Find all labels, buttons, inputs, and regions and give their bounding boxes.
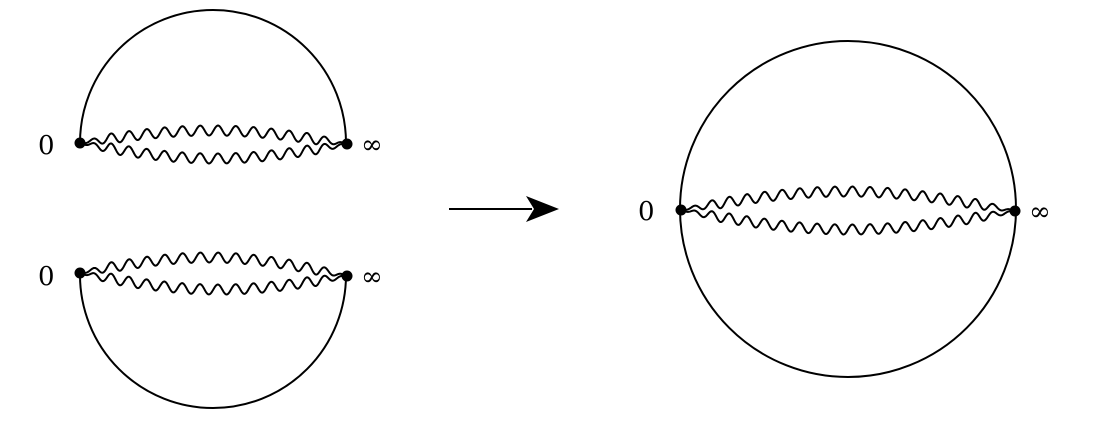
bottom-zero-label: 0 bbox=[38, 262, 55, 292]
right-zero-label: 0 bbox=[638, 197, 655, 227]
right-wavy-line-lower bbox=[680, 209, 1016, 236]
bottom-infinity-label: ∞ bbox=[361, 262, 383, 292]
top-right-vertex-dot bbox=[341, 138, 353, 150]
right-right-vertex-dot bbox=[1009, 205, 1021, 217]
bottom-left-vertex-dot bbox=[74, 267, 86, 279]
top-wavy-line-upper bbox=[79, 124, 348, 146]
full-circle-diagram: 0 ∞ bbox=[638, 40, 1051, 378]
top-arc bbox=[79, 9, 347, 144]
transition-arrow bbox=[449, 196, 559, 222]
bottom-wavy-line-upper bbox=[79, 251, 348, 277]
top-wavy-line-lower bbox=[79, 142, 348, 165]
right-wavy-line-upper bbox=[680, 185, 1016, 212]
top-zero-label: 0 bbox=[38, 131, 55, 161]
bottom-right-vertex-dot bbox=[341, 270, 353, 282]
top-left-vertex-dot bbox=[74, 137, 86, 149]
top-infinity-label: ∞ bbox=[361, 130, 383, 160]
right-left-vertex-dot bbox=[675, 204, 687, 216]
bottom-wavy-line-lower bbox=[79, 272, 348, 296]
bottom-half-diagram: 0 ∞ bbox=[38, 251, 383, 409]
right-infinity-label: ∞ bbox=[1029, 197, 1051, 227]
top-half-diagram: 0 ∞ bbox=[38, 9, 383, 165]
bottom-arc bbox=[79, 274, 347, 409]
full-circle bbox=[679, 40, 1017, 378]
arrow-head-icon bbox=[526, 196, 559, 222]
